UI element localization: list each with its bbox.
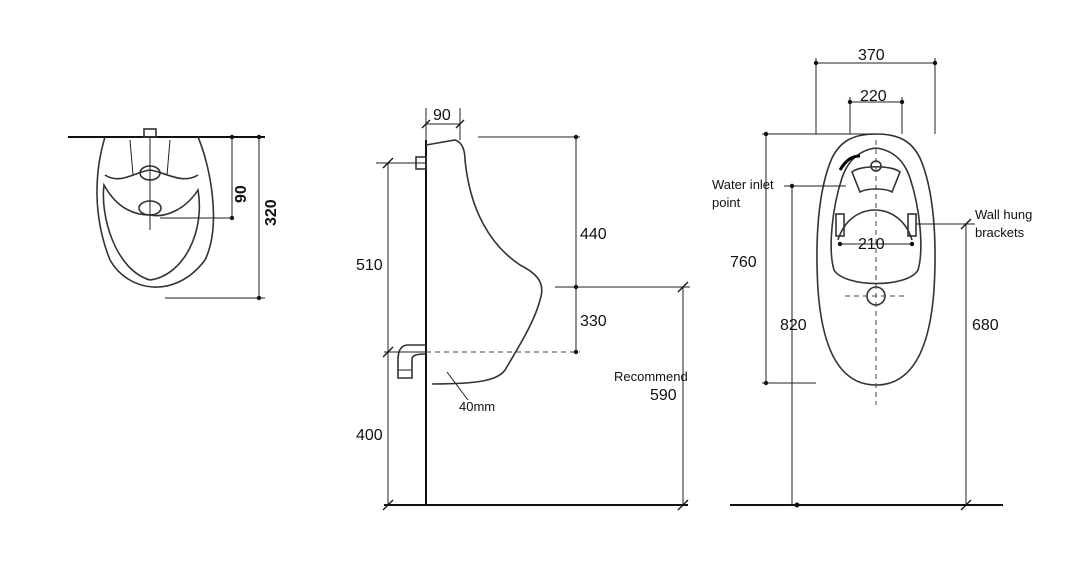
tick [677,281,689,293]
dim-dot [229,134,235,140]
dim-label-680: 680 [972,317,999,334]
dim-dot [794,502,800,508]
dim-dot [229,215,235,221]
tick [421,119,431,129]
tick [677,499,689,511]
dim-dot [847,99,853,105]
dim-label-90: 90 [233,185,250,203]
pipe-size-label: 40mm [459,399,495,414]
dim-label-90-side: 90 [433,107,451,124]
front-view: 370 220 210 760 820 Water inlet point [712,47,1032,511]
dim-dot [573,134,579,140]
tick [960,499,972,511]
rib-left [129,139,134,176]
dim-dot [813,60,819,66]
flush-spreader [851,165,901,194]
water-inlet-label-2: point [712,195,741,210]
dim-dot [932,60,938,66]
rib-right [166,139,171,176]
dim-dot [763,131,769,137]
brackets-label-1: Wall hung [975,207,1032,222]
dim-label-400: 400 [356,427,383,444]
inlet-marker [838,154,861,171]
tick [382,157,394,169]
dim-label-510: 510 [356,257,383,274]
dim-dot [256,134,262,140]
tick [455,119,465,129]
dim-label-210: 210 [858,236,885,253]
bracket-right [907,213,917,237]
pipe-leader [446,371,469,401]
dim-dot [573,349,579,355]
dim-label-590: 590 [650,387,677,404]
dim-dot [899,99,905,105]
recommend-label: Recommend [614,369,688,384]
dim-label-220: 220 [860,88,887,105]
tick [382,346,394,358]
waste-pipe-side [397,344,427,379]
side-view: 90 510 400 440 330 Recommend 590 40mm [356,107,690,511]
rim-line-top [104,169,199,180]
water-inlet-label-1: Water inlet [712,177,774,192]
dim-label-760: 760 [730,254,757,271]
brackets-label-2: brackets [975,225,1025,240]
urinal-profile-side [425,139,543,385]
dim-dot [256,295,262,301]
urinal-bowl-top [102,182,201,281]
urinal-outline-top [96,136,215,288]
dim-dot [837,241,843,247]
bracket-left [835,213,845,237]
tick [960,218,972,230]
dim-dot [763,380,769,386]
dim-label-370: 370 [858,47,885,64]
dim-label-440: 440 [580,226,607,243]
dim-label-330: 330 [580,313,607,330]
top-view: 90 320 [68,128,280,301]
dim-dot [573,284,579,290]
inlet-nub [143,128,157,138]
dim-dot [909,241,915,247]
dim-label-320: 320 [263,199,280,226]
tick [382,499,394,511]
dim-dot [789,183,795,189]
urinal-inner-front [830,147,922,285]
dim-label-820: 820 [780,317,807,334]
